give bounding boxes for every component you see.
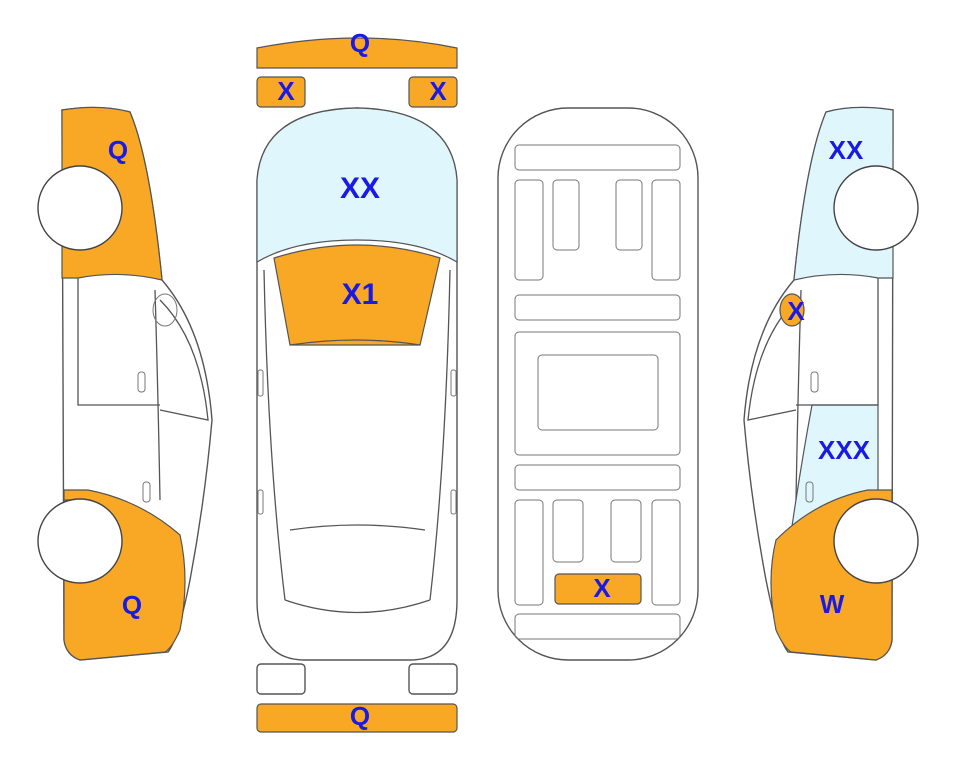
top-right-pillar: [429, 269, 451, 601]
right-door-line-1: [796, 278, 879, 406]
hood-panel[interactable]: [273, 244, 441, 346]
rear-left-lamp: [256, 663, 306, 695]
top-left-pillar: [263, 269, 286, 601]
top-left-mirror: [257, 369, 264, 397]
left-window-line: [159, 299, 209, 421]
floor-front-right-inner: [615, 179, 643, 251]
left-rear-handle: [142, 481, 151, 503]
floor-rear-panel[interactable]: [554, 573, 642, 605]
top-trunk-line: [284, 599, 431, 614]
rear-right-lamp: [408, 663, 458, 695]
left-front-fender-label: Q: [108, 135, 128, 165]
underbody-view: X: [497, 107, 699, 661]
top-left-handle: [257, 489, 264, 515]
floor-rear-right-inner: [610, 499, 642, 563]
hood-label: X1: [342, 278, 379, 311]
top-roof-line: [289, 524, 426, 531]
floor-center-panel: [537, 354, 659, 431]
floor-rear-right-rail: [651, 499, 681, 606]
underbody-body: [497, 107, 699, 661]
top-view: Q X X XX X1 Q: [256, 28, 458, 733]
right-front-fender-label: XX: [829, 135, 864, 165]
front-left-lamp-label: X: [277, 76, 295, 106]
front-bumper-panel[interactable]: [256, 37, 458, 69]
top-windshield-base: [289, 339, 421, 346]
windshield-label: XX: [340, 172, 380, 205]
floor-center-frame: [514, 331, 681, 456]
front-right-lamp-panel[interactable]: [408, 76, 458, 108]
front-right-lamp-label: X: [429, 76, 447, 106]
left-door-line-2: [154, 289, 161, 501]
left-mirror: [152, 293, 178, 327]
floor-crossmember-1: [514, 294, 681, 321]
floor-front-left-inner: [552, 179, 580, 251]
right-mirror-label: X: [787, 296, 805, 326]
floor-rear-panel-label: X: [593, 573, 611, 603]
top-right-mirror: [450, 369, 457, 397]
rear-bumper-label: Q: [350, 701, 370, 731]
floor-rear-left-rail: [514, 499, 544, 606]
floor-front-bar: [514, 144, 681, 171]
floor-rear-left-inner: [552, 499, 584, 563]
left-front-handle: [137, 371, 146, 393]
right-mirror-panel[interactable]: [779, 293, 805, 327]
top-right-handle: [450, 489, 457, 515]
right-rear-handle: [805, 481, 814, 503]
floor-front-right-rail: [651, 179, 681, 281]
windshield-panel[interactable]: [256, 107, 458, 264]
right-rear-wheel: [833, 498, 919, 584]
right-front-wheel: [833, 165, 919, 251]
right-rear-door-label: XXX: [818, 435, 871, 465]
front-bumper-label: Q: [350, 28, 370, 58]
front-left-lamp-panel[interactable]: [256, 76, 306, 108]
left-front-wheel: [37, 165, 123, 251]
floor-front-left-rail: [514, 179, 544, 281]
left-side-view: Q Q: [37, 106, 213, 661]
left-rear-wheel: [37, 498, 123, 584]
floor-rear-bar: [514, 613, 681, 640]
left-door-line-1: [77, 278, 160, 406]
right-rear-quarter-label: W: [820, 589, 845, 619]
right-front-handle: [810, 371, 819, 393]
rear-bumper-panel[interactable]: [256, 703, 458, 733]
right-side-view: XX X XXX W: [743, 106, 919, 661]
left-rear-quarter-label: Q: [122, 590, 142, 620]
floor-crossmember-2: [514, 464, 681, 491]
